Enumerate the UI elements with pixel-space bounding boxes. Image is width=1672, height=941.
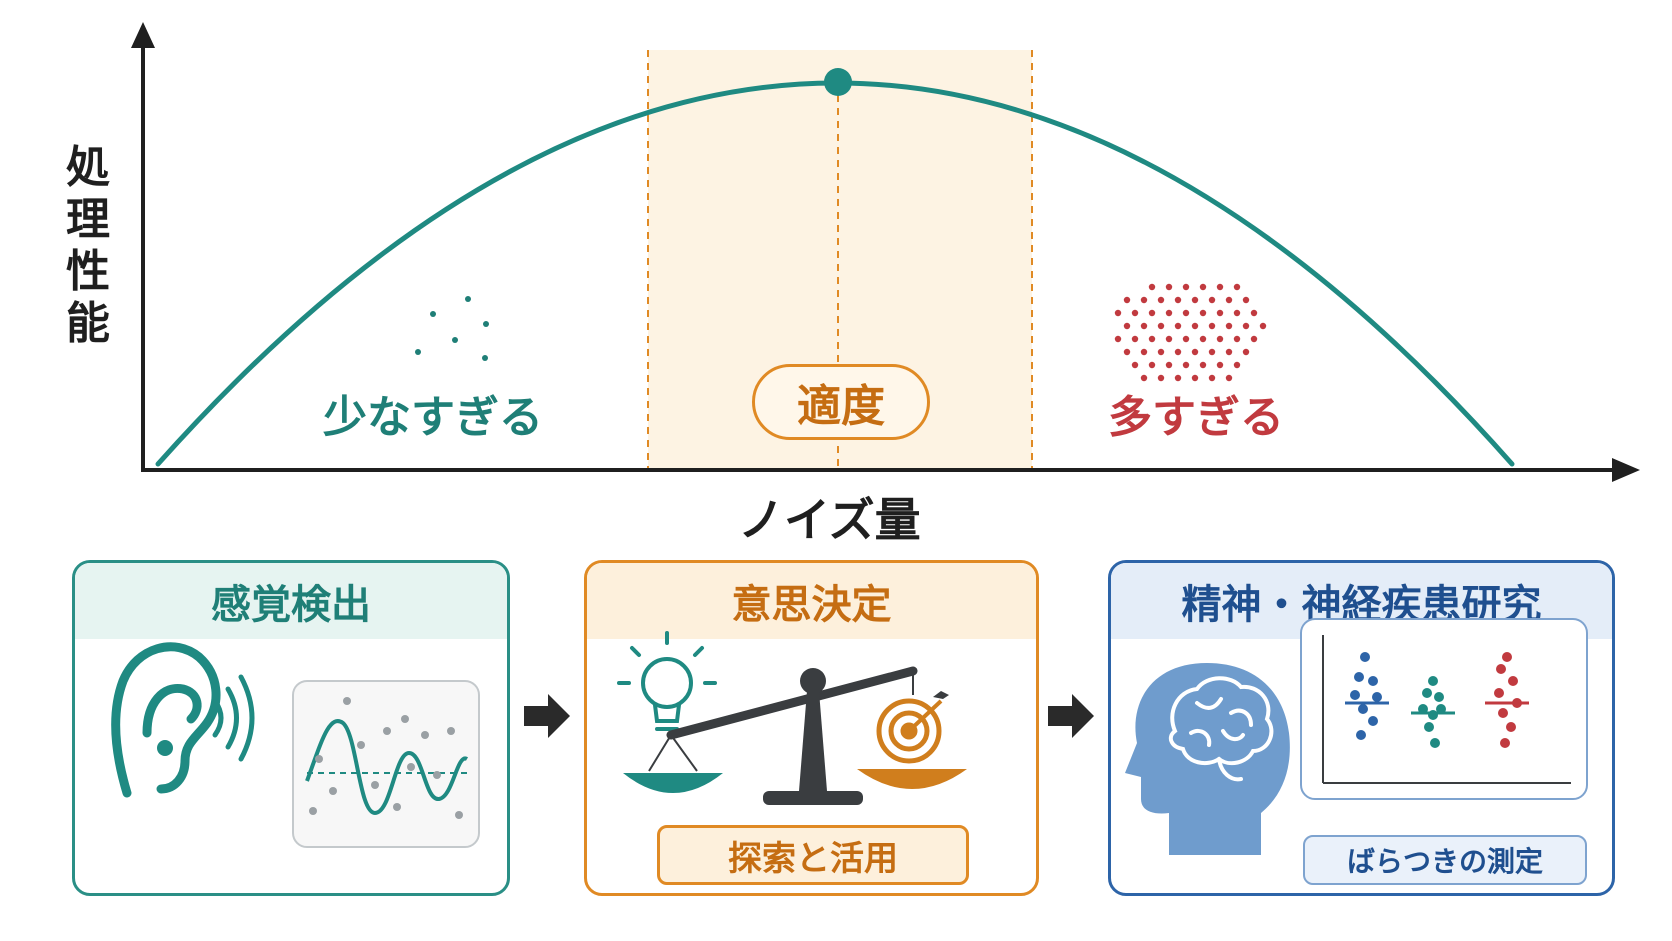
noise-dot xyxy=(1123,322,1131,330)
x-axis-arrowhead xyxy=(1612,458,1640,482)
noise-dot xyxy=(1148,335,1156,343)
noise-dot xyxy=(1191,322,1199,330)
noise-dot xyxy=(1157,348,1165,356)
noise-dot xyxy=(1199,361,1207,369)
noise-dot xyxy=(1182,309,1190,317)
noise-dot xyxy=(1242,296,1250,304)
variability-measurement-caption: ばらつきの測定 xyxy=(1303,835,1587,885)
noise-dot xyxy=(1225,296,1233,304)
balance-scale-icon xyxy=(623,666,967,805)
noise-dot xyxy=(1123,296,1131,304)
noise-dot xyxy=(1114,335,1122,343)
noise-dot xyxy=(1199,309,1207,317)
noise-dot xyxy=(1216,309,1224,317)
noise-dot xyxy=(1131,309,1139,317)
noise-dot xyxy=(1123,348,1131,356)
noise-dot xyxy=(1191,374,1199,382)
noise-dot xyxy=(1216,361,1224,369)
noise-dot xyxy=(1259,322,1267,330)
noise-dot xyxy=(1182,361,1190,369)
sound-waves-icon xyxy=(212,674,255,762)
noise-dot xyxy=(1182,283,1190,291)
head-brain-icon xyxy=(1125,663,1290,855)
noise-dot xyxy=(1165,361,1173,369)
noise-dot xyxy=(1233,361,1241,369)
noise-dot xyxy=(1225,374,1233,382)
noise-dot xyxy=(1208,296,1216,304)
noise-dot xyxy=(1208,322,1216,330)
noise-dot xyxy=(1165,283,1173,291)
noise-dot xyxy=(1140,322,1148,330)
noise-dot xyxy=(1216,335,1224,343)
y-axis-arrowhead xyxy=(131,22,155,48)
noise-dot xyxy=(1182,335,1190,343)
noise-dot xyxy=(1174,322,1182,330)
dense-noise-dots xyxy=(1114,283,1267,382)
noise-dot xyxy=(1233,283,1241,291)
target-icon xyxy=(876,691,949,764)
noise-dot xyxy=(1114,309,1122,317)
noise-dot xyxy=(1174,296,1182,304)
noise-dot xyxy=(1165,335,1173,343)
noise-dot xyxy=(1208,348,1216,356)
exploration-exploitation-caption: 探索と活用 xyxy=(657,825,969,885)
noise-dot xyxy=(1157,296,1165,304)
noise-dot xyxy=(1174,348,1182,356)
low-noise-label: 少なすぎる xyxy=(323,392,543,443)
peak-point xyxy=(824,68,852,96)
noise-dot xyxy=(1157,322,1165,330)
noise-dot xyxy=(1148,283,1156,291)
noise-dot xyxy=(1148,309,1156,317)
panel-neuro-research: 精神・神経疾患研究 xyxy=(1108,560,1615,896)
noise-dot xyxy=(1191,296,1199,304)
x-axis-label: ノイズ量 xyxy=(738,493,921,547)
noise-dot xyxy=(1165,309,1173,317)
noise-dot xyxy=(1242,322,1250,330)
right-arrow-icon xyxy=(524,694,570,738)
lightbulb-icon xyxy=(617,631,717,731)
noise-dot xyxy=(1140,348,1148,356)
noise-dot xyxy=(1174,374,1182,382)
y-axis-label: 処 理 性 能 xyxy=(66,142,110,349)
panel-decision-making: 意思決定 xyxy=(584,560,1039,896)
noise-dot xyxy=(1199,335,1207,343)
noise-dot xyxy=(1216,283,1224,291)
panel-sensory-detection: 感覚検出 xyxy=(72,560,510,896)
noise-dot xyxy=(1233,335,1241,343)
noise-dot xyxy=(1225,322,1233,330)
sparse-noise-dots xyxy=(415,296,489,361)
panel-title: 感覚検出 xyxy=(75,563,507,639)
ear-icon xyxy=(111,642,221,798)
noise-dot xyxy=(1250,335,1258,343)
noise-dot xyxy=(1208,374,1216,382)
noisy-signal-icon xyxy=(292,680,480,848)
noise-dot xyxy=(1157,374,1165,382)
noise-dot xyxy=(1233,309,1241,317)
dot-plot-icon xyxy=(1300,618,1588,800)
noise-dot xyxy=(1140,296,1148,304)
noise-dot xyxy=(1225,348,1233,356)
noise-dot xyxy=(1131,335,1139,343)
noise-dot xyxy=(1140,374,1148,382)
optimal-noise-label: 適度 xyxy=(752,364,930,440)
noise-dot xyxy=(1191,348,1199,356)
panel-title: 意思決定 xyxy=(587,563,1036,639)
noise-dot xyxy=(1148,361,1156,369)
noise-dot xyxy=(1242,348,1250,356)
right-arrow-icon xyxy=(1048,694,1094,738)
noise-dot xyxy=(1199,283,1207,291)
noise-dot xyxy=(1131,361,1139,369)
noise-dot xyxy=(1250,309,1258,317)
high-noise-label: 多すぎる xyxy=(1108,392,1284,443)
